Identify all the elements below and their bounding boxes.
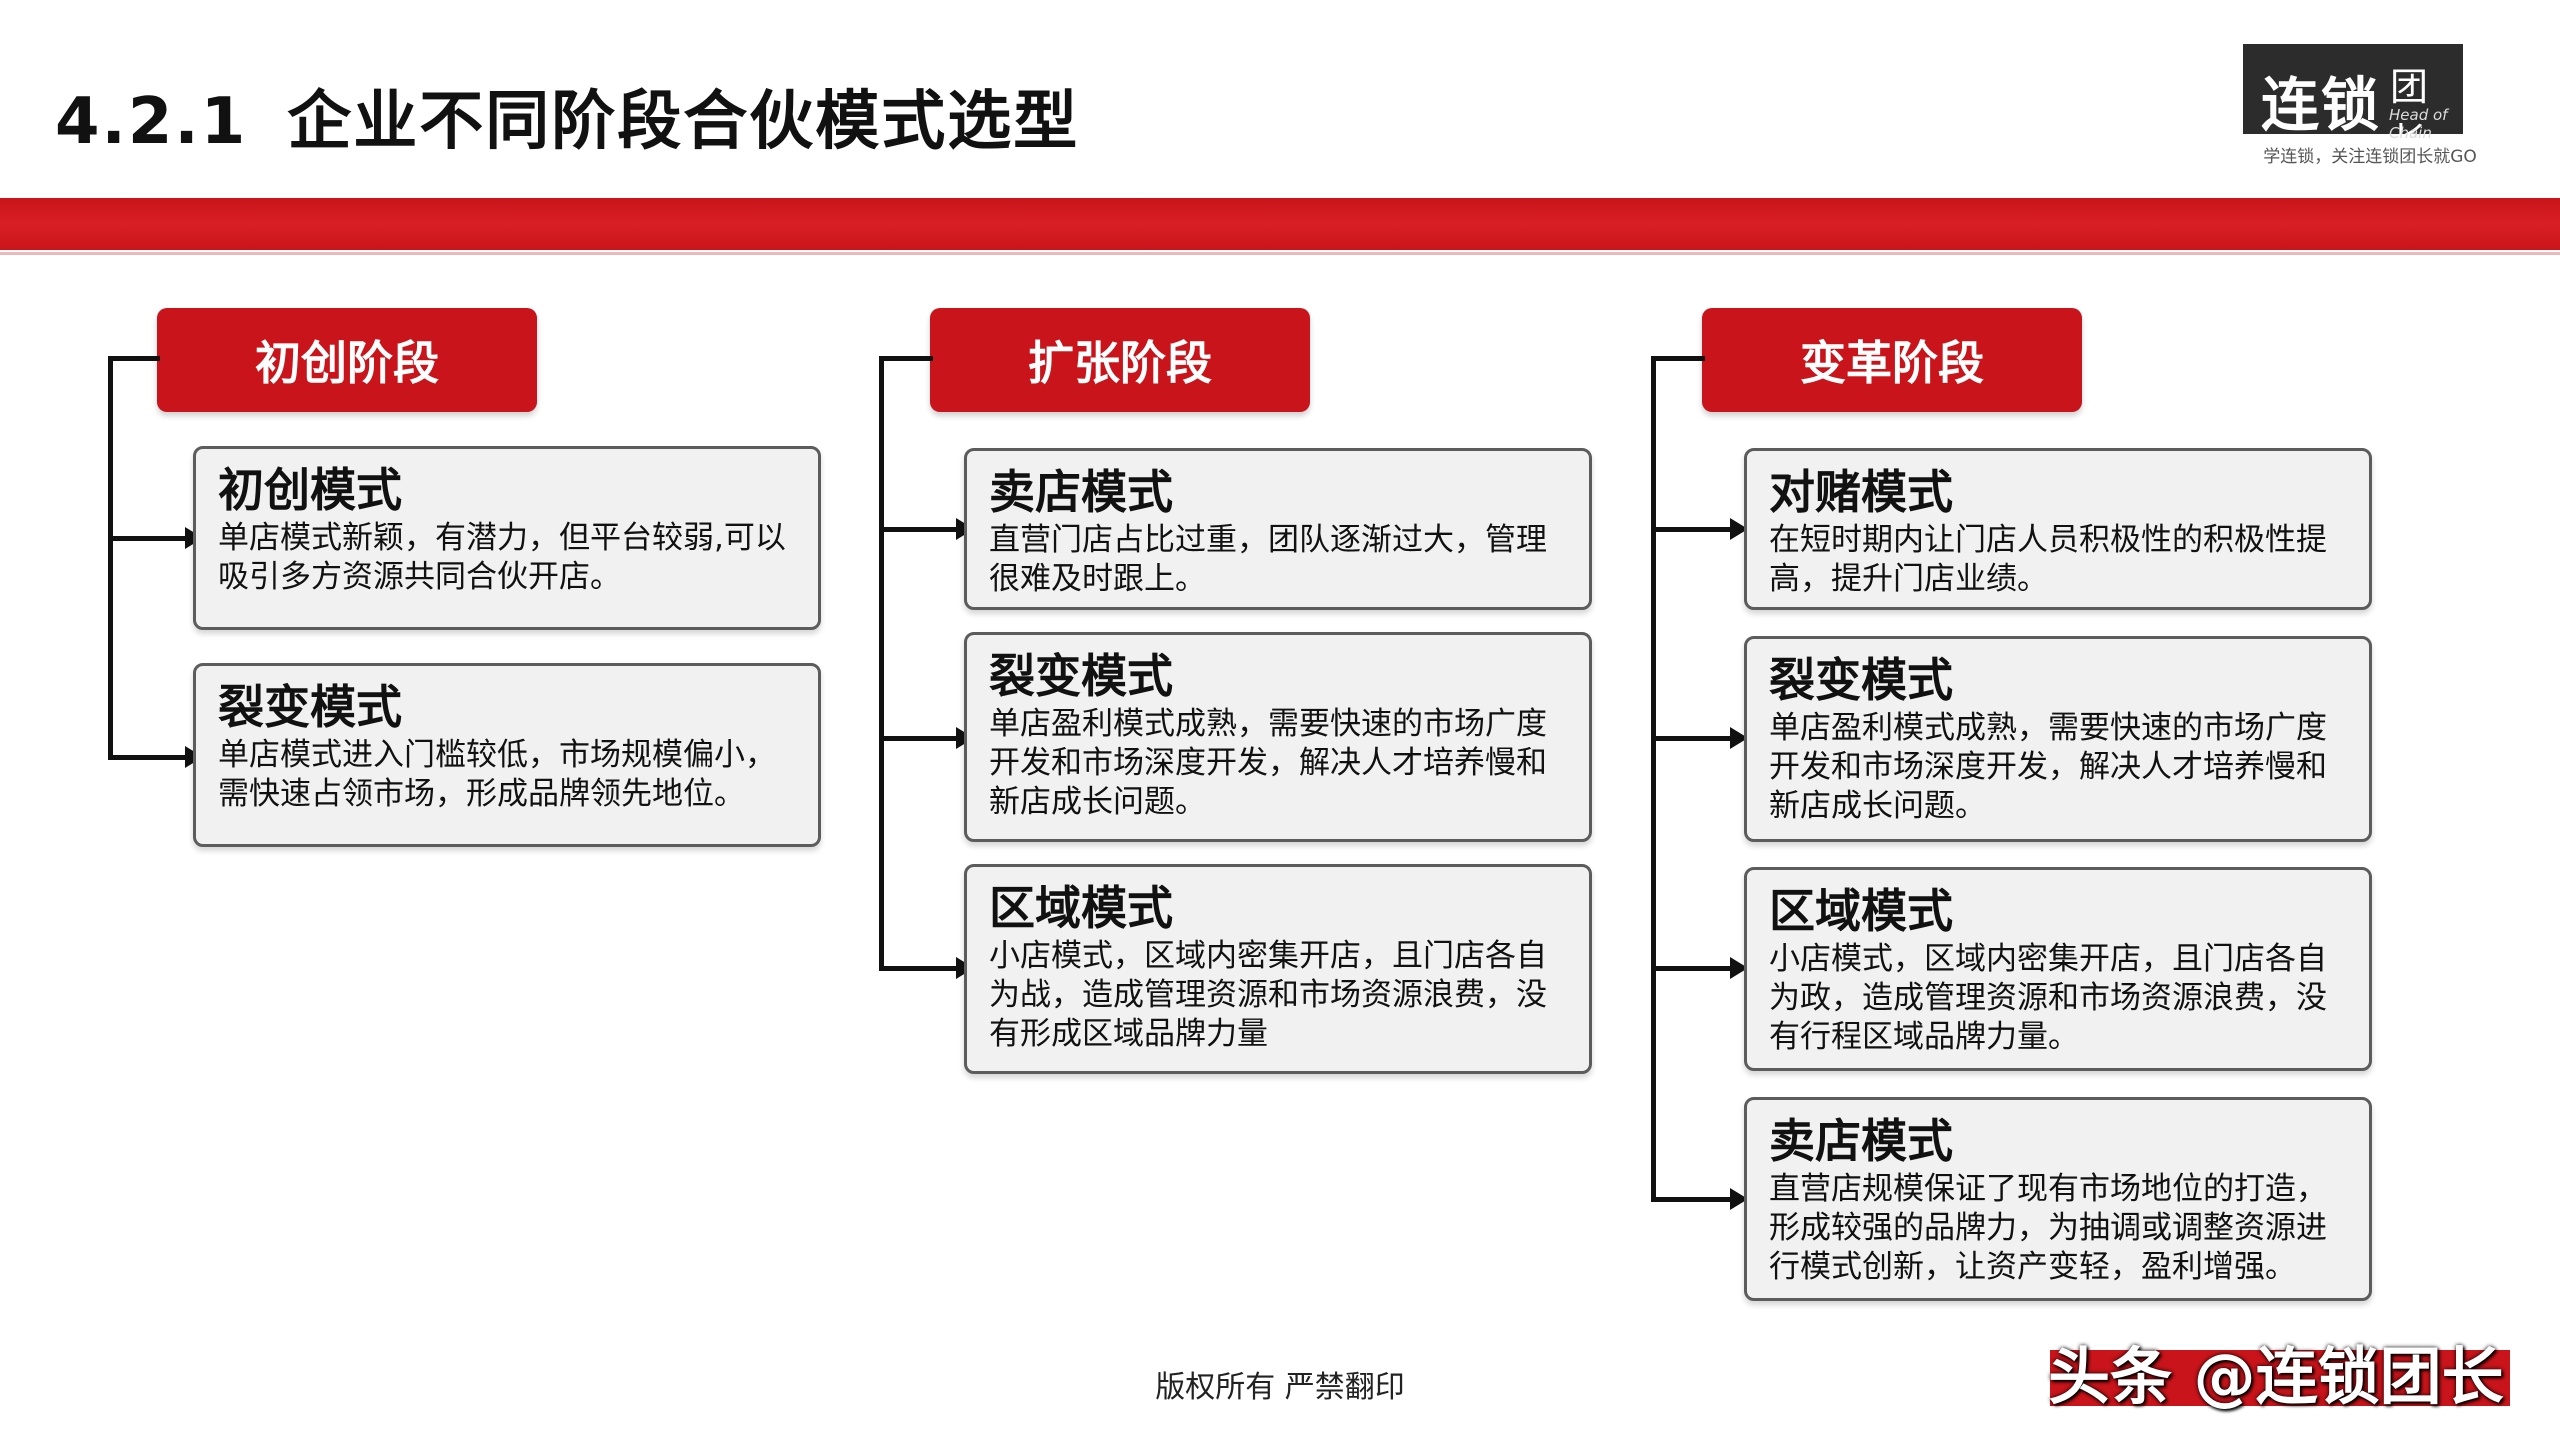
watermark-text: 头条 @连锁团长 [2048, 1340, 2504, 1413]
desc-line: 形成较强的品牌力，为抽调或调整资源进 [1769, 1210, 2327, 1246]
footer-copyright: 版权所有 严禁翻印 [1155, 1370, 1405, 1405]
mode-desc: 单店模式新颖，有潜力，但平台较弱,可以 吸引多方资源共同合伙开店。 [218, 519, 796, 597]
connector-branch [879, 736, 959, 741]
mode-card: 裂变模式 单店盈利模式成熟，需要快速的市场广度 开发和市场深度开发，解决人才培养… [964, 632, 1592, 842]
desc-line: 有行程区域品牌力量。 [1769, 1019, 2079, 1055]
connector-stub [879, 356, 933, 361]
connector-branch [108, 536, 188, 541]
desc-line: 单店盈利模式成熟，需要快速的市场广度 [989, 706, 1547, 742]
connector-vertical [879, 356, 884, 971]
mode-title: 对赌模式 [1769, 465, 1953, 519]
logo-main-text: 连锁 [2261, 71, 2382, 139]
desc-line: 小店模式，区域内密集开店，且门店各自 [989, 938, 1547, 974]
connector-branch [1651, 1197, 1733, 1202]
logo-tagline: 学连锁，关注连锁团长就GO [2263, 147, 2477, 167]
mode-title: 裂变模式 [218, 680, 402, 734]
mode-card: 裂变模式 单店模式进入门槛较低，市场规模偏小， 需快速占领市场，形成品牌领先地位… [193, 663, 821, 847]
desc-line: 有形成区域品牌力量 [989, 1016, 1268, 1052]
arrow-icon [1730, 1188, 1748, 1210]
connector-vertical [1651, 356, 1656, 1202]
connector-branch [1651, 966, 1733, 971]
logo-side-text: 团长 [2390, 65, 2429, 164]
page-title: 4.2.1 企业不同阶段合伙模式选型 [55, 70, 1079, 162]
mode-title: 卖店模式 [989, 465, 1173, 519]
section-number: 4.2.1 [55, 85, 248, 159]
desc-line: 单店模式进入门槛较低，市场规模偏小， [218, 737, 776, 773]
mode-title: 卖店模式 [1769, 1114, 1953, 1168]
mode-desc: 单店模式进入门槛较低，市场规模偏小， 需快速占领市场，形成品牌领先地位。 [218, 736, 796, 814]
title-text: 企业不同阶段合伙模式选型 [287, 85, 1080, 159]
desc-line: 在短时期内让门店人员积极性的积极性提 [1769, 522, 2327, 558]
mode-title: 区域模式 [989, 881, 1173, 935]
mode-title: 裂变模式 [989, 649, 1173, 703]
desc-line: 直营门店占比过重，团队逐渐过大，管理 [989, 522, 1547, 558]
desc-line: 新店成长问题。 [989, 784, 1206, 820]
mode-card: 对赌模式 在短时期内让门店人员积极性的积极性提 高，提升门店业绩。 [1744, 448, 2372, 610]
desc-line: 高，提升门店业绩。 [1769, 561, 2048, 597]
desc-line: 需快速占领市场，形成品牌领先地位。 [218, 776, 745, 812]
stage-header-startup: 初创阶段 [157, 308, 537, 412]
mode-desc: 单店盈利模式成熟，需要快速的市场广度 开发和市场深度开发，解决人才培养慢和 新店… [1769, 709, 2347, 826]
desc-line: 很难及时跟上。 [989, 561, 1206, 597]
mode-card: 卖店模式 直营店规模保证了现有市场地位的打造， 形成较强的品牌力，为抽调或调整资… [1744, 1097, 2372, 1301]
desc-line: 吸引多方资源共同合伙开店。 [218, 559, 621, 595]
connector-stub [1651, 356, 1705, 361]
mode-desc: 直营门店占比过重，团队逐渐过大，管理 很难及时跟上。 [989, 521, 1567, 599]
mode-card: 区域模式 小店模式，区域内密集开店，且门店各自 为战，造成管理资源和市场资源浪费… [964, 864, 1592, 1074]
watermark-bar [2050, 1350, 2510, 1406]
mode-title: 裂变模式 [1769, 653, 1953, 707]
stage-header-expansion: 扩张阶段 [930, 308, 1310, 412]
brand-logo: 连锁 团长 Head of Chain [2243, 44, 2463, 164]
mode-desc: 单店盈利模式成熟，需要快速的市场广度 开发和市场深度开发，解决人才培养慢和 新店… [989, 705, 1567, 822]
mode-desc: 直营店规模保证了现有市场地位的打造， 形成较强的品牌力，为抽调或调整资源进 行模… [1769, 1170, 2347, 1287]
desc-line: 开发和市场深度开发，解决人才培养慢和 [989, 745, 1547, 781]
mode-card: 卖店模式 直营门店占比过重，团队逐渐过大，管理 很难及时跟上。 [964, 448, 1592, 610]
stage-header-transformation: 变革阶段 [1702, 308, 2082, 412]
mode-desc: 小店模式，区域内密集开店，且门店各自 为战，造成管理资源和市场资源浪费，没 有形… [989, 937, 1567, 1054]
connector-stub [108, 356, 160, 361]
connector-branch [1651, 736, 1733, 741]
mode-desc: 小店模式，区域内密集开店，且门店各自 为政，造成管理资源和市场资源浪费，没 有行… [1769, 940, 2347, 1057]
arrow-icon [1730, 957, 1748, 979]
desc-line: 小店模式，区域内密集开店，且门店各自 [1769, 941, 2327, 977]
connector-vertical [108, 356, 113, 759]
header-red-band [0, 198, 2560, 250]
mode-title: 初创模式 [218, 463, 402, 517]
mode-card: 裂变模式 单店盈利模式成熟，需要快速的市场广度 开发和市场深度开发，解决人才培养… [1744, 636, 2372, 842]
desc-line: 行模式创新，让资产变轻，盈利增强。 [1769, 1249, 2296, 1285]
mode-desc: 在短时期内让门店人员积极性的积极性提 高，提升门店业绩。 [1769, 521, 2347, 599]
desc-line: 为战，造成管理资源和市场资源浪费，没 [989, 977, 1547, 1013]
connector-branch [879, 527, 959, 532]
logo-english-text: Head of Chain [2389, 106, 2448, 142]
connector-branch [879, 966, 959, 971]
arrow-icon [1730, 518, 1748, 540]
desc-line: 新店成长问题。 [1769, 788, 1986, 824]
desc-line: 开发和市场深度开发，解决人才培养慢和 [1769, 749, 2327, 785]
connector-branch [1651, 527, 1733, 532]
mode-card: 区域模式 小店模式，区域内密集开店，且门店各自 为政，造成管理资源和市场资源浪费… [1744, 867, 2372, 1071]
mode-title: 区域模式 [1769, 884, 1953, 938]
arrow-icon [1730, 727, 1748, 749]
desc-line: 单店模式新颖，有潜力，但平台较弱,可以 [218, 520, 786, 556]
desc-line: 单店盈利模式成熟，需要快速的市场广度 [1769, 710, 2327, 746]
header-divider [0, 252, 2560, 255]
desc-line: 为政，造成管理资源和市场资源浪费，没 [1769, 980, 2327, 1016]
mode-card: 初创模式 单店模式新颖，有潜力，但平台较弱,可以 吸引多方资源共同合伙开店。 [193, 446, 821, 630]
connector-branch [108, 755, 188, 760]
desc-line: 直营店规模保证了现有市场地位的打造， [1769, 1171, 2327, 1207]
